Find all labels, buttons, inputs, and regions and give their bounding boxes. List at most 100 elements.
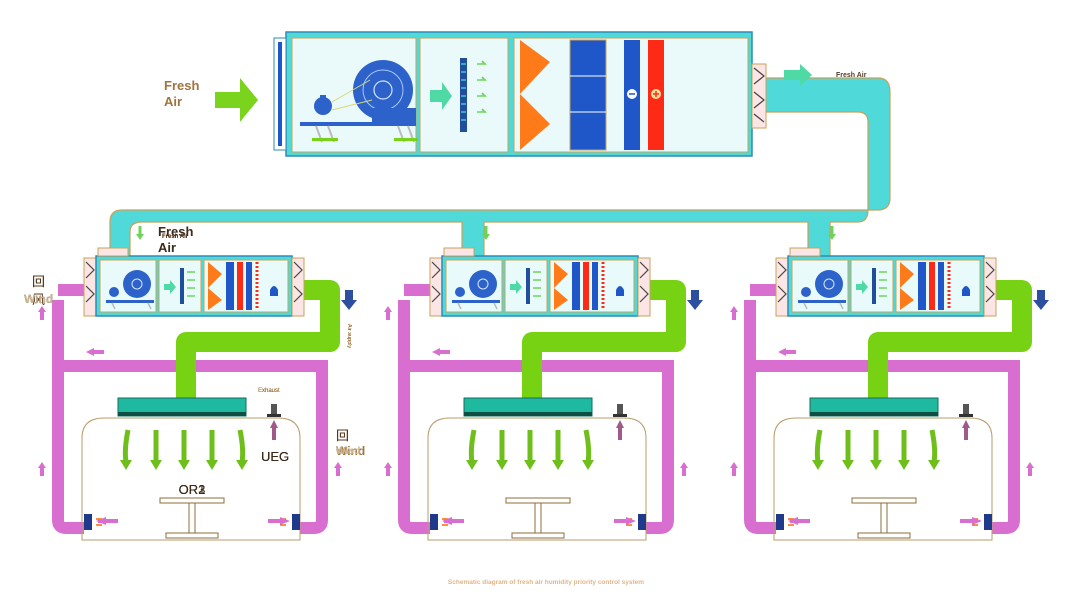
airflow-arrowhead-icon: [898, 460, 910, 470]
damper-blades: [985, 261, 995, 303]
exhaust-label: Exhaust: [258, 388, 280, 394]
diffuser-grille: [118, 412, 246, 416]
ueg-label: UEG: [261, 449, 289, 464]
diffuser-grille: [810, 412, 938, 416]
return-up-arrowhead-icon: [384, 306, 392, 312]
air-supply-arrow-icon: [1037, 290, 1045, 302]
fan-legs: [111, 302, 152, 310]
damper-blades: [293, 261, 303, 303]
branch-arrowhead-icon: [136, 234, 144, 240]
cooling-coil-icon: [938, 262, 944, 310]
main-fresh-air-label: Fresh Air: [164, 78, 203, 109]
fan-icon: [815, 270, 843, 298]
room-label: OR3: [179, 482, 206, 497]
right-return-label: Wind: [336, 449, 353, 456]
ueg-label: UEG: [261, 449, 289, 464]
airflow-arrowhead-icon: [236, 460, 248, 470]
branch-arrowhead-icon: [828, 234, 836, 240]
return-grille-right: [292, 514, 300, 530]
right-return-label: Wind: [336, 446, 360, 457]
cooling-coil-icon: [918, 262, 926, 310]
return-arrowhead-icon: [442, 517, 452, 525]
return-arrowhead-icon: [626, 517, 636, 525]
main-outlet-label: Fresh Air: [836, 72, 867, 79]
fan-base: [452, 300, 500, 303]
main-fresh-air-line2: Air: [164, 94, 182, 109]
left-return-label: Wind: [24, 292, 53, 306]
return-duct-right: [408, 360, 674, 534]
return-arrowhead-icon: [96, 517, 106, 525]
exhaust-up-arrowhead-icon: [962, 420, 970, 428]
fan-legs: [803, 302, 844, 310]
heating-coil-icon: [648, 40, 664, 150]
airflow-arrowhead-icon: [120, 460, 132, 470]
room-label: OR2: [179, 482, 206, 497]
right-return-glyph: 回: [336, 428, 349, 443]
branch-fresh-air-label: Fresh Air: [162, 234, 189, 240]
return-arrowhead-icon: [788, 517, 798, 525]
return-up-arrowhead-icon: [680, 462, 688, 468]
air-supply-arrow-icon: [691, 290, 699, 302]
return-duct-left: [52, 300, 84, 534]
room-label: OR1: [179, 482, 206, 497]
damper-blades: [777, 261, 787, 303]
return-arrowhead-icon: [280, 517, 290, 525]
airflow-arrowhead-icon: [466, 460, 478, 470]
cooling-coil-icon: [592, 262, 598, 310]
airflow-arrow-icon: [468, 429, 477, 463]
exhaust-label: Exhaust: [258, 388, 280, 394]
return-left-arrowhead-icon: [86, 348, 94, 356]
left-return-label-line2: 风: [32, 292, 45, 307]
unit-group-or2: [384, 226, 703, 541]
return-up-arrowhead-icon: [730, 306, 738, 312]
filter-icon: [526, 268, 530, 304]
exhaust-up-arrowhead-icon: [616, 420, 624, 428]
right-return-glyph: 回: [336, 428, 349, 443]
branch-top-damper: [97, 247, 129, 257]
fan-hub: [131, 278, 143, 290]
airflow-arrow-icon: [122, 429, 131, 463]
flow-arrow-icon: [164, 280, 176, 294]
return-left-arrowhead-icon: [778, 348, 786, 356]
airflow-arrowhead-icon: [928, 460, 940, 470]
motor-icon: [314, 79, 373, 115]
return-up-arrowhead-icon: [384, 462, 392, 468]
airflow-arrow-icon: [583, 429, 592, 463]
heating-coil-icon: [583, 262, 589, 310]
branch-arrowhead-icon: [482, 234, 490, 240]
damper-blades: [639, 261, 649, 303]
fan-hub: [477, 278, 489, 290]
humidifier-nozzle-icon: [270, 286, 278, 296]
return-up-arrowhead-icon: [730, 462, 738, 468]
air-supply-arrowhead-icon: [341, 300, 357, 310]
main-supply-duct: [109, 77, 891, 263]
table-pedestal: [880, 502, 888, 534]
exhaust-up-arrowhead-icon: [270, 420, 278, 428]
airflow-arrowhead-icon: [582, 460, 594, 470]
cooling-coil-icon: [246, 262, 252, 310]
return-grille-right: [638, 514, 646, 530]
eliminator-icon: [554, 262, 568, 310]
operating-room-outline: [773, 417, 993, 541]
table-base: [511, 532, 565, 539]
supply-duct: [176, 280, 340, 398]
main-flow-arrow-icon: [430, 82, 452, 110]
heating-coil-icon: [237, 262, 243, 310]
unit-group-or1: [38, 226, 357, 541]
exhaust-valve: [963, 404, 969, 414]
exhaust-valve-base: [267, 414, 281, 417]
exhaust-valve: [617, 404, 623, 414]
airflow-arrowhead-icon: [812, 460, 824, 470]
supply-duct: [522, 280, 686, 398]
air-supply-label: Air supply: [346, 324, 352, 348]
return-up-arrowhead-icon: [38, 462, 46, 468]
humidifier-nozzle-icon: [616, 286, 624, 296]
return-up-arrowhead-icon: [1026, 462, 1034, 468]
flow-arrow-icon: [856, 280, 868, 294]
outlet-arrow-icon: [784, 64, 812, 86]
airflow-arrowhead-icon: [870, 460, 882, 470]
motor-icon: [109, 287, 119, 297]
air-supply-arrowhead-icon: [1033, 300, 1049, 310]
